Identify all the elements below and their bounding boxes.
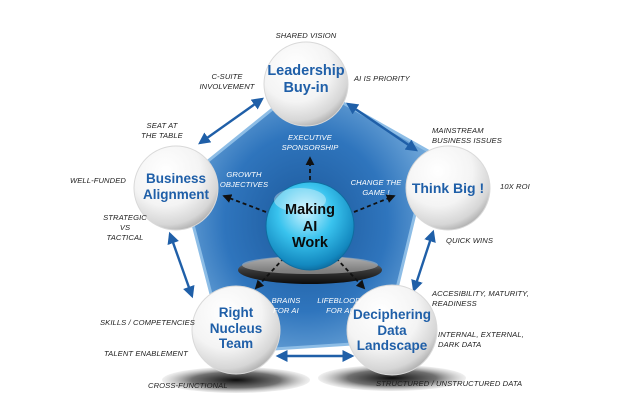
label-csuite: C-SUITE INVOLVEMENT: [199, 72, 255, 91]
alignment-title: Business Alignment: [143, 171, 209, 202]
label-talent-enablement: TALENT ENABLEMENT: [104, 349, 188, 358]
thinkbig-node: [405, 145, 491, 231]
center-title: Making AI Work: [285, 202, 335, 252]
label-cross-functional: CROSS-FUNCTIONAL: [148, 381, 228, 390]
label-10x-roi: 10x ROI: [500, 182, 530, 191]
leadership-node: [263, 41, 349, 127]
thinkbig-title: Think Big !: [411, 180, 485, 196]
label-seat-at-table: SEAT AT THE TABLE: [141, 121, 183, 140]
label-brains: BRAINS FOR AI: [271, 296, 301, 315]
connector-thinkbig-data: [411, 229, 436, 293]
label-well-funded: WELL-FUNDED: [70, 176, 126, 185]
label-skills: SKILLS / COMPETENCIES: [100, 318, 195, 327]
team-title: Right Nucleus Team: [209, 305, 263, 352]
arrow-to-thinkbig: [353, 194, 396, 213]
label-ai-priority: AI IS PRIORITY: [354, 74, 410, 83]
team-node: [191, 285, 281, 375]
label-strategic-tactical: STRATEGIC Vs TACTICAL: [103, 213, 147, 242]
alignment-node: [133, 145, 219, 231]
connector-team-alignment: [167, 231, 195, 299]
label-quick-wins: QUICK WINS: [446, 236, 493, 245]
label-structured: STRUCTURED / UNSTRUCTURED DATA: [376, 379, 523, 388]
arrow-to-alignment: [222, 194, 267, 213]
label-executive-sponsorship: EXECUTIVE SPONSORSHIP: [281, 133, 339, 152]
data-node: [346, 284, 438, 376]
team-shadow: [162, 367, 310, 393]
label-shared-vision: SHARED VISION: [275, 31, 337, 40]
label-lifeblood: LIFEBLOOD FOR AI: [317, 296, 361, 315]
center-ball-highlight: [274, 188, 326, 212]
label-growth-objectives: GROWTH OBJECTIVES: [219, 170, 269, 189]
center-ball: [265, 181, 355, 271]
data-title: Deciphering Data Landscape: [352, 307, 431, 354]
data-shadow: [318, 365, 466, 391]
connector-alignment-leadership: [198, 97, 264, 145]
label-mainstream: MAINSTREAM BUSINESS ISSUES: [432, 126, 502, 145]
leadership-title: Leadership Buy-in: [267, 63, 345, 96]
label-internal-external: INTERNAL, EXTERNAL, DARK DATA: [438, 330, 524, 349]
label-change-the-game: CHANGE THE GAME !: [350, 178, 402, 197]
connector-leadership-thinkbig: [346, 102, 418, 152]
label-accessibility: ACCESIBILITY, MATURITY, READINESS: [432, 289, 529, 308]
